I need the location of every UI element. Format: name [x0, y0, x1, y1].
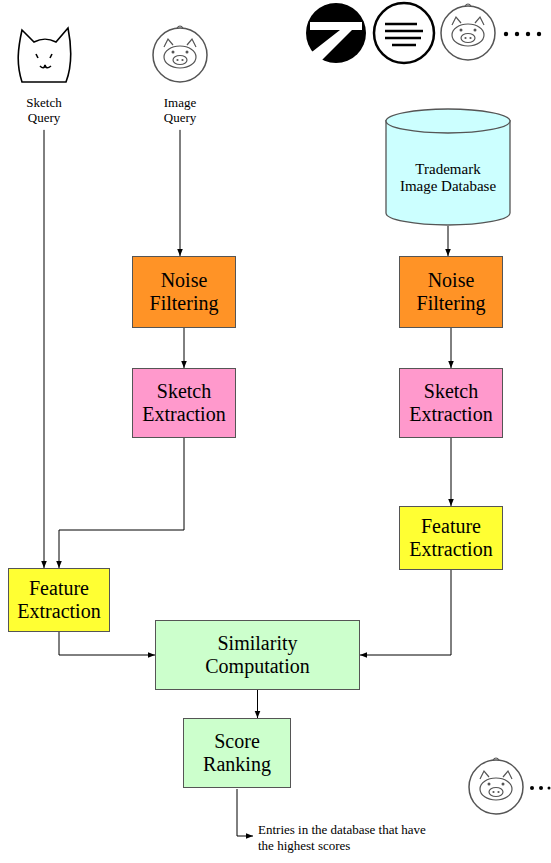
process-box: Sketch Extraction	[399, 368, 503, 438]
flow-arrow	[59, 438, 184, 568]
output-note: Entries in the database that have the hi…	[258, 822, 438, 853]
flow-arrow	[360, 570, 451, 655]
process-box: Sketch Extraction	[132, 368, 236, 438]
process-box: Score Ranking	[183, 718, 291, 788]
process-box: Noise Filtering	[399, 256, 503, 328]
database-cylinder: Trademark Image Database	[385, 108, 511, 226]
flow-arrow	[180, 130, 181, 256]
image-query: Image Query	[148, 24, 212, 130]
flow-arrow	[184, 328, 185, 368]
output-arrow	[237, 789, 253, 836]
flow-arrow	[448, 226, 449, 256]
node-label: Noise Filtering	[405, 269, 497, 315]
result-icon	[469, 758, 551, 814]
node-label: Sketch Extraction	[138, 380, 230, 426]
pig-icon	[150, 24, 210, 86]
query-label: Image Query	[154, 96, 206, 126]
process-box: Similarity Computation	[155, 620, 360, 690]
process-box: Feature Extraction	[8, 568, 110, 632]
node-label: Score Ranking	[189, 730, 285, 776]
logo-row	[306, 3, 541, 63]
cat-icon	[14, 24, 74, 86]
flow-arrow	[59, 632, 155, 655]
node-label: Feature Extraction	[405, 515, 497, 561]
query-label: Sketch Query	[18, 96, 70, 126]
node-label: Feature Extraction	[14, 577, 104, 623]
node-label: Noise Filtering	[138, 269, 230, 315]
flow-arrow	[451, 438, 452, 506]
flow-arrow	[44, 130, 45, 568]
node-label: Sketch Extraction	[405, 380, 497, 426]
process-box: Noise Filtering	[132, 256, 236, 328]
sketch-query: Sketch Query	[12, 24, 76, 130]
node-label: Trademark Image Database	[396, 161, 500, 196]
process-box: Feature Extraction	[399, 506, 503, 570]
flow-arrow	[257, 690, 258, 718]
node-label: Similarity Computation	[193, 632, 323, 678]
flow-arrow	[451, 328, 452, 368]
